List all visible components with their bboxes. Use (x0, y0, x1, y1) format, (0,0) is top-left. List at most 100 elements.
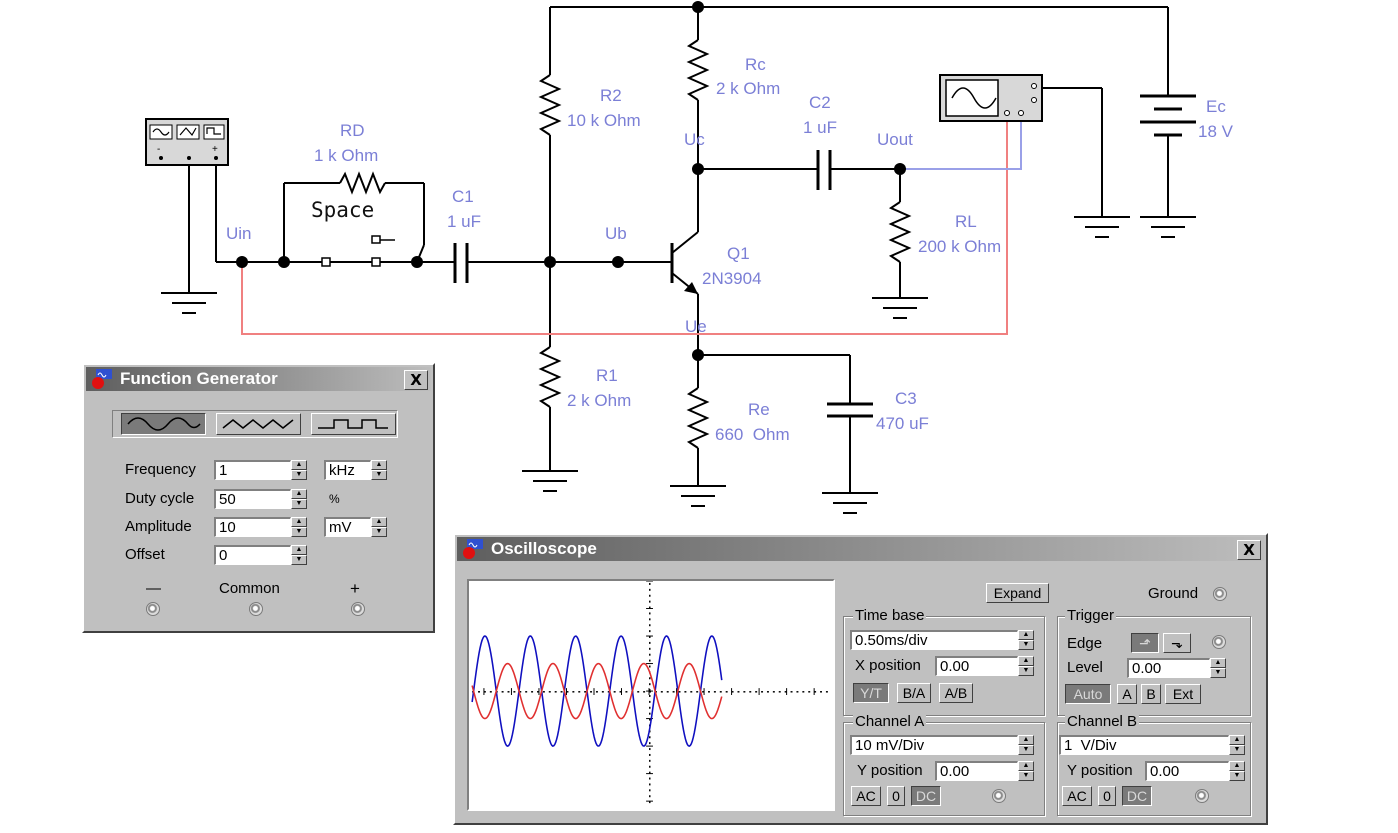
channel-a-dc-button[interactable]: DC (911, 786, 941, 806)
duty-cycle-input[interactable]: 50 (214, 489, 291, 509)
r2-resistor (538, 74, 562, 136)
scope-grid-dot (814, 691, 817, 693)
uc-node-label: Uc (684, 130, 705, 149)
rising-edge-icon: ⬏ (1139, 635, 1151, 651)
level-spinner[interactable]: ▲▼ (1210, 658, 1226, 678)
channel-b-dc-button[interactable]: DC (1122, 786, 1152, 806)
channel-a-terminal[interactable] (992, 789, 1006, 803)
channel-a-ac-button[interactable]: AC (851, 786, 881, 806)
scope-grid-dot (507, 691, 510, 693)
common-terminal[interactable] (249, 602, 263, 616)
square-wave-button[interactable] (311, 413, 396, 435)
falling-edge-icon: ⬎ (1171, 635, 1183, 651)
app-icon (92, 369, 112, 389)
scope-grid-dot (590, 691, 593, 693)
channel-b-ac-button[interactable]: AC (1062, 786, 1092, 806)
channel-a-scale-field[interactable]: 10 mV/Div (850, 735, 1018, 755)
rd-resistor (339, 171, 386, 195)
channel-b-ypos-spinner[interactable]: ▲▼ (1229, 761, 1245, 781)
level-input[interactable]: 0.00 (1127, 658, 1210, 678)
channel-b-scale-field[interactable]: 1 V/Div (1059, 735, 1229, 755)
x-position-spinner[interactable]: ▲▼ (1018, 656, 1034, 676)
falling-edge-button[interactable]: ⬎ (1163, 633, 1191, 653)
amplitude-input[interactable]: 10 (214, 517, 291, 537)
channel-a-scale-spinner[interactable]: ▲▼ (1018, 735, 1034, 755)
channel-a-zero-button[interactable]: 0 (887, 786, 905, 806)
scope-grid-dot (790, 691, 793, 693)
scope-grid-dot (649, 624, 651, 627)
offset-input[interactable]: 0 (214, 545, 291, 565)
c1-value-label: 1 uF (447, 212, 482, 231)
uin-node-label: Uin (226, 224, 252, 243)
channel-a-ypos-input[interactable]: 0.00 (935, 761, 1018, 781)
mode-yt-button[interactable]: Y/T (853, 683, 889, 703)
close-button[interactable]: X (404, 370, 428, 390)
amplitude-label: Amplitude (125, 518, 192, 535)
offset-spinner[interactable]: ▲▼ (291, 545, 307, 565)
edge-terminal[interactable] (1212, 635, 1226, 649)
c2-value-label: 1 uF (803, 118, 838, 137)
oscilloscope-window: Oscilloscope X Expand Ground Time base 0… (453, 533, 1268, 825)
mode-ab-button[interactable]: A/B (939, 683, 973, 703)
expand-button[interactable]: Expand (986, 583, 1049, 603)
trigger-a-button[interactable]: A (1117, 684, 1137, 704)
frequency-unit-spinner[interactable]: ▲▼ (371, 460, 387, 480)
scope-grid-dot (649, 700, 651, 703)
mode-ba-button[interactable]: B/A (897, 683, 931, 703)
frequency-spinner[interactable]: ▲▼ (291, 460, 307, 480)
re-value-label: 660 Ohm (715, 425, 790, 444)
scope-grid-dot (649, 783, 651, 786)
scope-grid-dot (649, 801, 651, 804)
trigger-b-button[interactable]: B (1141, 684, 1161, 704)
scope-grid-dot (572, 691, 575, 693)
scope-grid-dot (772, 691, 775, 693)
scope-grid-dot (649, 748, 651, 751)
oscilloscope-titlebar[interactable]: Oscilloscope X (457, 537, 1264, 561)
close-button[interactable]: X (1237, 540, 1261, 560)
time-base-group (843, 616, 1045, 716)
probe-a-wire (241, 113, 1008, 335)
scope-grid-dot (613, 691, 616, 693)
duty-cycle-spinner[interactable]: ▲▼ (291, 489, 307, 509)
time-base-field[interactable]: 0.50ms/div (850, 630, 1018, 650)
ground-terminal[interactable] (1213, 587, 1227, 601)
amplitude-unit-spinner[interactable]: ▲▼ (371, 517, 387, 537)
scope-grid-dot (483, 691, 486, 693)
svg-text:-: - (157, 144, 160, 155)
channel-b-ypos-input[interactable]: 0.00 (1145, 761, 1229, 781)
scope-grid-dot (755, 691, 758, 693)
scope-grid-dot (607, 691, 610, 693)
rising-edge-button[interactable]: ⬏ (1131, 633, 1159, 653)
scope-grid-dot (649, 612, 651, 615)
channel-b-terminal[interactable] (1195, 789, 1209, 803)
channel-b-title: Channel B (1065, 713, 1140, 730)
x-position-input[interactable]: 0.00 (935, 656, 1018, 676)
trigger-auto-button[interactable]: Auto (1065, 684, 1111, 704)
channel-b-zero-button[interactable]: 0 (1098, 786, 1116, 806)
time-base-title: Time base (853, 607, 927, 624)
time-base-spinner[interactable]: ▲▼ (1018, 630, 1034, 650)
channel-b-scale-spinner[interactable]: ▲▼ (1229, 735, 1245, 755)
duty-cycle-label: Duty cycle (125, 490, 195, 507)
minus-terminal[interactable] (146, 602, 160, 616)
rl-value-label: 200 k Ohm (918, 237, 1002, 256)
amplitude-spinner[interactable]: ▲▼ (291, 517, 307, 537)
scope-grid-dot (537, 691, 539, 693)
frequency-unit-field[interactable]: kHz (324, 460, 371, 480)
triangle-wave-button[interactable] (216, 413, 301, 435)
scope-grid-dot (649, 759, 651, 762)
scope-grid-dot (649, 636, 651, 638)
plus-terminal[interactable] (351, 602, 365, 616)
scope-grid-dot (802, 691, 805, 693)
channel-a-ypos-spinner[interactable]: ▲▼ (1018, 761, 1034, 781)
sine-wave-button[interactable] (121, 413, 206, 435)
frequency-input[interactable]: 1 (214, 460, 291, 480)
probe-b-wire (900, 113, 1022, 170)
trigger-title: Trigger (1065, 607, 1116, 624)
scope-grid-dot (749, 691, 752, 693)
amplitude-unit-field[interactable]: mV (324, 517, 371, 537)
oscilloscope-title: Oscilloscope (491, 539, 597, 558)
scope-grid-dot (649, 630, 651, 633)
trigger-ext-button[interactable]: Ext (1165, 684, 1201, 704)
function-generator-titlebar[interactable]: Function Generator X (86, 367, 431, 391)
